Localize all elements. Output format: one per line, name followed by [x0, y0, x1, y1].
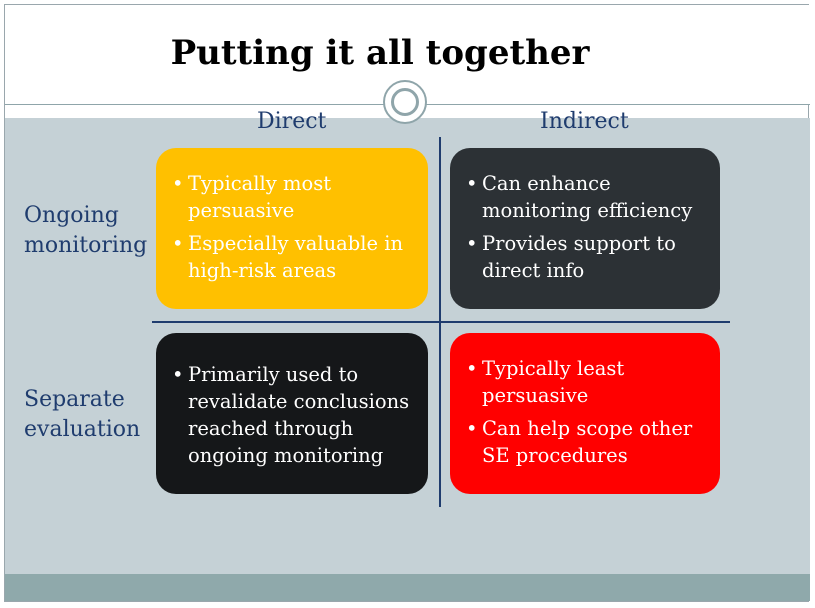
- bullet-list: Can enhance monitoring efficiency Provid…: [466, 170, 712, 284]
- quadrant-direct-ongoing: Typically most persuasive Especially val…: [156, 148, 428, 309]
- column-header-indirect: Indirect: [540, 109, 629, 134]
- footer-band: [5, 574, 810, 601]
- bullet-list: Primarily used to revalidate conclusions…: [172, 361, 420, 469]
- bullet-item: Typically least persuasive: [466, 355, 712, 409]
- circle-ornament-icon: [383, 80, 427, 124]
- quadrant-direct-separate: Primarily used to revalidate conclusions…: [156, 333, 428, 494]
- bullet-item: Especially valuable in high-risk areas: [172, 230, 420, 284]
- bullet-list: Typically most persuasive Especially val…: [172, 170, 420, 284]
- bullet-item: Can enhance monitoring efficiency: [466, 170, 712, 224]
- column-header-direct: Direct: [257, 109, 327, 134]
- horizontal-axis-line: [152, 321, 730, 323]
- bullet-item: Provides support to direct info: [466, 230, 712, 284]
- quadrant-indirect-separate: Typically least persuasive Can help scop…: [450, 333, 720, 494]
- bullet-item: Can help scope other SE procedures: [466, 415, 712, 469]
- slide-title: Putting it all together: [170, 33, 590, 73]
- bullet-list: Typically least persuasive Can help scop…: [466, 355, 712, 469]
- bullet-item: Typically most persuasive: [172, 170, 420, 224]
- row-header-separate-evaluation: Separate evaluation: [24, 387, 141, 442]
- row-header-ongoing-monitoring: Ongoing monitoring: [24, 203, 148, 258]
- bullet-item: Primarily used to revalidate conclusions…: [172, 361, 420, 469]
- quadrant-indirect-ongoing: Can enhance monitoring efficiency Provid…: [450, 148, 720, 309]
